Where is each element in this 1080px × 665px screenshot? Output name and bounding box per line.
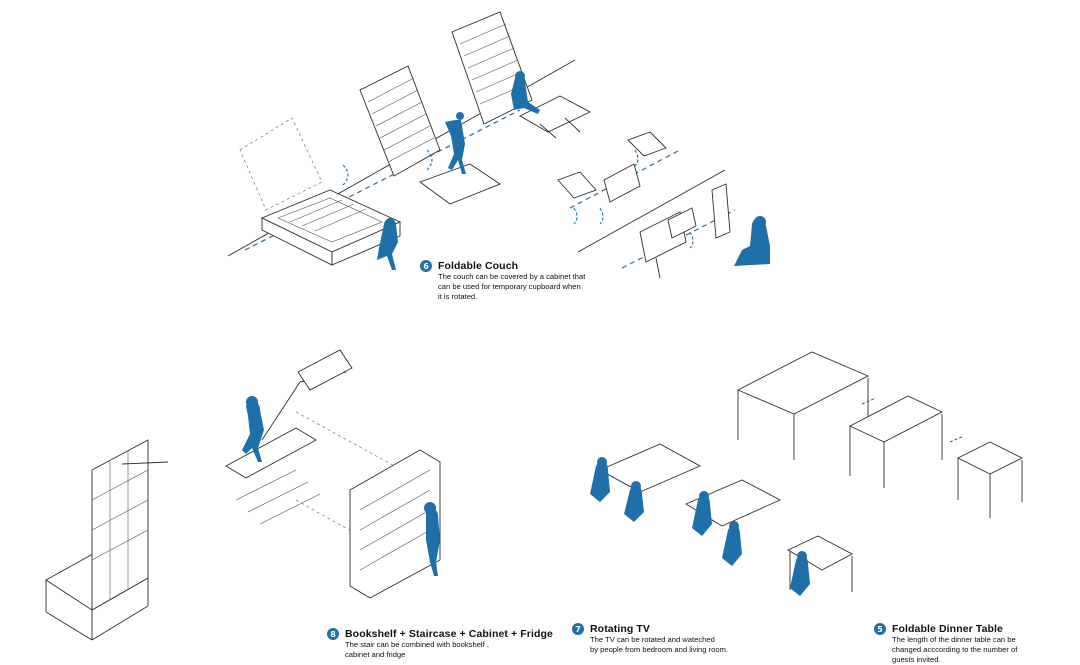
caption-body: The stair can be combined with bookshelf…: [345, 640, 489, 659]
caption-number-badge: 8: [327, 628, 339, 640]
foldable-couch-illustration: [227, 11, 591, 270]
dining-group-illustration: [590, 443, 853, 596]
staircase-illustration: [45, 439, 169, 641]
caption-bookshelf-staircase: 8 Bookshelf + Staircase + Cabinet + Frid…: [327, 628, 553, 660]
caption-number-badge: 6: [420, 260, 432, 272]
dinner-table-illustration: [736, 351, 1024, 518]
caption-body: The couch can be covered by a cabinet th…: [438, 272, 586, 301]
rotating-tv-illustration: [557, 131, 770, 279]
caption-body: The TV can be rotated and wateched by pe…: [590, 635, 729, 654]
caption-number-badge: 5: [874, 623, 886, 635]
bookshelf-staircase-illustration: [225, 349, 441, 599]
caption-title: Bookshelf + Staircase + Cabinet + Fridge: [345, 628, 553, 640]
caption-body: The length of the dinner table can be ch…: [892, 635, 1018, 664]
caption-foldable-dinner-table: 5 Foldable Dinner Table The length of th…: [874, 623, 1017, 665]
caption-number-badge: 7: [572, 623, 584, 635]
caption-rotating-tv: 7 Rotating TV The TV can be rotated and …: [572, 623, 728, 655]
caption-foldable-couch: 6 Foldable Couch The couch can be covere…: [420, 260, 585, 302]
caption-title: Foldable Couch: [438, 260, 519, 272]
caption-title: Rotating TV: [590, 623, 651, 635]
caption-title: Foldable Dinner Table: [892, 623, 1004, 635]
